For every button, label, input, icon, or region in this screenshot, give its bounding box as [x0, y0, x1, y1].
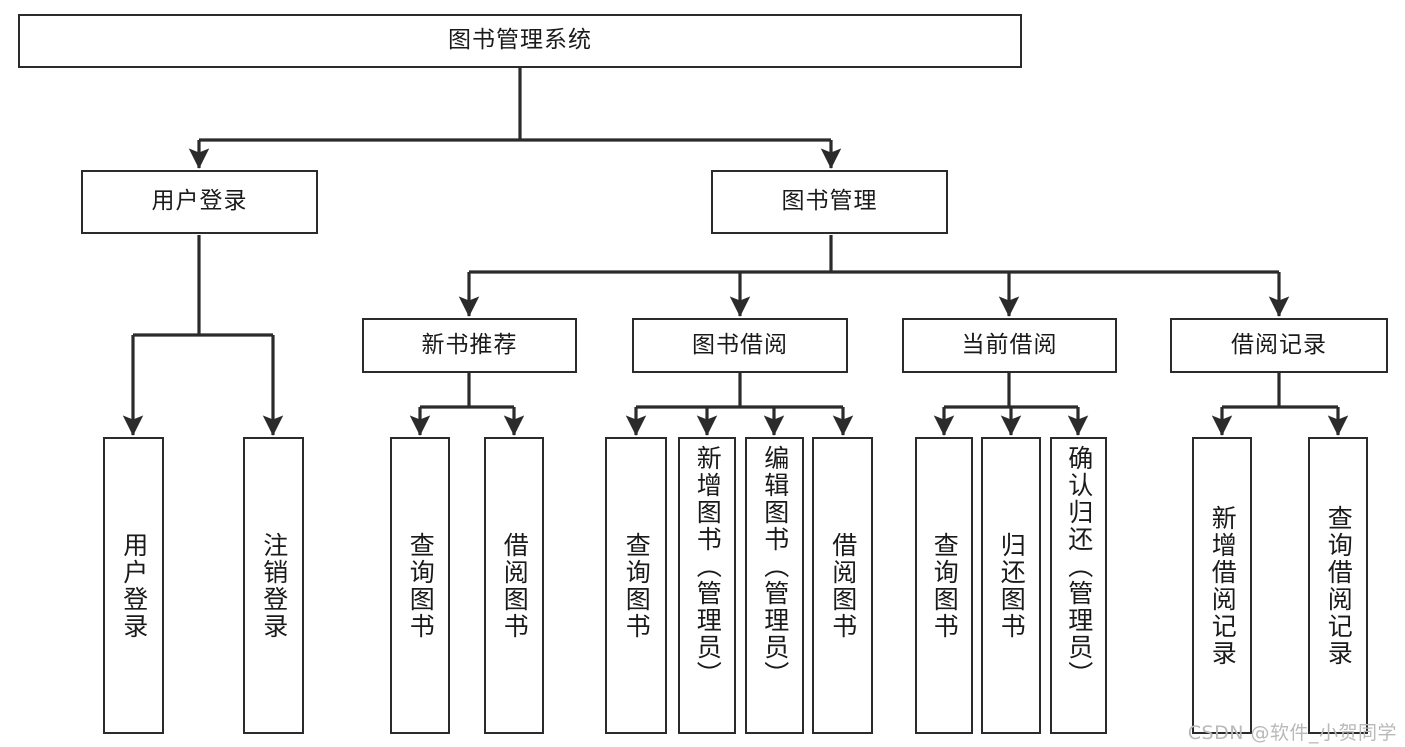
leaf-borrow-record-query-record[interactable]: 查询借阅记录 — [1308, 437, 1368, 734]
node-label: 图书管理系统 — [448, 27, 592, 54]
leaf-user-login-logout[interactable]: 注销登录 — [243, 437, 304, 734]
leaf-new-book-borrow-book[interactable]: 借阅图书 — [484, 437, 544, 734]
leaf-label: 新增借阅记录 — [1208, 504, 1238, 667]
node-book-borrow[interactable]: 图书借阅 — [632, 318, 848, 373]
leaf-label: 查询图书 — [930, 531, 960, 640]
node-label: 图书借阅 — [692, 331, 788, 358]
leaf-book-borrow-add-book-admin[interactable]: 新增图书（管理员） — [678, 437, 736, 734]
leaf-current-borrow-confirm-return-admin[interactable]: 确认归还（管理员） — [1050, 437, 1107, 734]
leaf-book-borrow-edit-book-admin[interactable]: 编辑图书（管理员） — [745, 437, 804, 734]
node-label: 借阅记录 — [1231, 331, 1327, 358]
node-label: 图书管理 — [781, 188, 878, 215]
leaf-label: 确认归还（管理员） — [1064, 445, 1094, 688]
leaf-label: 查询图书 — [622, 531, 652, 640]
leaf-current-borrow-return-book[interactable]: 归还图书 — [981, 437, 1041, 734]
leaf-book-borrow-query-book[interactable]: 查询图书 — [605, 437, 667, 734]
node-current-borrow[interactable]: 当前借阅 — [902, 318, 1117, 373]
leaf-label: 借阅图书 — [500, 531, 530, 640]
node-book-management[interactable]: 图书管理 — [711, 170, 948, 234]
node-label: 当前借阅 — [961, 331, 1058, 358]
leaf-label: 借阅图书 — [828, 531, 858, 640]
node-label: 新书推荐 — [421, 331, 518, 358]
leaf-new-book-query-book[interactable]: 查询图书 — [390, 437, 450, 734]
node-borrow-record[interactable]: 借阅记录 — [1170, 318, 1388, 373]
leaf-label: 查询借阅记录 — [1324, 504, 1354, 667]
node-label: 用户登录 — [151, 188, 248, 215]
leaf-label: 查询图书 — [406, 531, 436, 640]
node-new-book-recommend[interactable]: 新书推荐 — [362, 318, 577, 373]
leaf-label: 归还图书 — [997, 531, 1027, 640]
leaf-book-borrow-borrow-book[interactable]: 借阅图书 — [812, 437, 873, 734]
leaf-label: 编辑图书（管理员） — [760, 445, 790, 688]
leaf-borrow-record-add-record[interactable]: 新增借阅记录 — [1192, 437, 1252, 734]
leaf-label: 新增图书（管理员） — [693, 445, 723, 688]
leaf-label: 注销登录 — [259, 531, 289, 640]
csdn-watermark: CSDN @软件_小贺同学 — [1187, 722, 1397, 744]
node-user-login[interactable]: 用户登录 — [81, 170, 318, 234]
node-root-book-management-system[interactable]: 图书管理系统 — [18, 14, 1022, 68]
leaf-user-login-login[interactable]: 用户登录 — [103, 437, 164, 734]
leaf-label: 用户登录 — [119, 531, 149, 640]
leaf-current-borrow-query-book[interactable]: 查询图书 — [915, 437, 973, 734]
